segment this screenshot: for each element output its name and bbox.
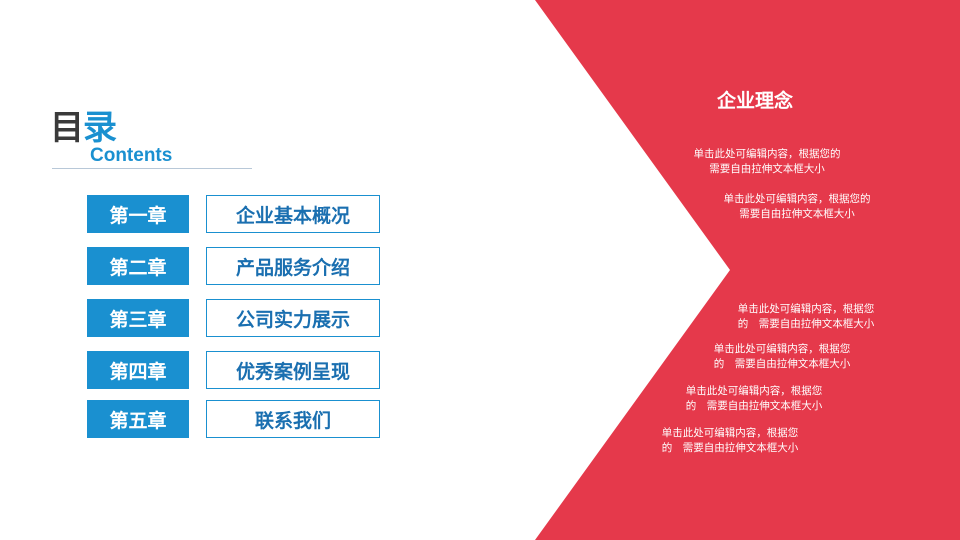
panel-note-1[interactable]: 单击此处可编辑内容，根据您的 需要自由拉伸文本框大小: [693, 148, 841, 175]
title-divider: [52, 168, 252, 169]
chapter-topic-1[interactable]: 企业基本概况: [206, 195, 380, 233]
chapter-label-4[interactable]: 第四章: [87, 351, 189, 389]
chapter-topic-4[interactable]: 优秀案例呈现: [206, 351, 380, 389]
title-char-1: 目: [50, 108, 84, 148]
chapter-topic-3[interactable]: 公司实力展示: [206, 299, 380, 337]
panel-note-4[interactable]: 单击此处可编辑内容，根据您 的 需要自由拉伸文本框大小: [713, 343, 851, 370]
panel-note-2[interactable]: 单击此处可编辑内容，根据您的 需要自由拉伸文本框大小: [723, 193, 871, 220]
page-title: 目录: [50, 108, 117, 148]
chapter-label-2[interactable]: 第二章: [87, 247, 189, 285]
chapter-label-1[interactable]: 第一章: [87, 195, 189, 233]
chapter-label-5[interactable]: 第五章: [87, 400, 189, 438]
panel-note-6[interactable]: 单击此处可编辑内容，根据您 的 需要自由拉伸文本框大小: [661, 427, 799, 454]
title-subtitle: Contents: [90, 145, 173, 166]
chapter-topic-2[interactable]: 产品服务介绍: [206, 247, 380, 285]
title-char-2: 录: [83, 108, 117, 148]
panel-note-3[interactable]: 单击此处可编辑内容，根据您 的 需要自由拉伸文本框大小: [737, 303, 875, 330]
chapter-label-3[interactable]: 第三章: [87, 299, 189, 337]
chapter-topic-5[interactable]: 联系我们: [206, 400, 380, 438]
panel-title: 企业理念: [716, 90, 793, 112]
panel-note-5[interactable]: 单击此处可编辑内容，根据您 的 需要自由拉伸文本框大小: [685, 385, 823, 412]
